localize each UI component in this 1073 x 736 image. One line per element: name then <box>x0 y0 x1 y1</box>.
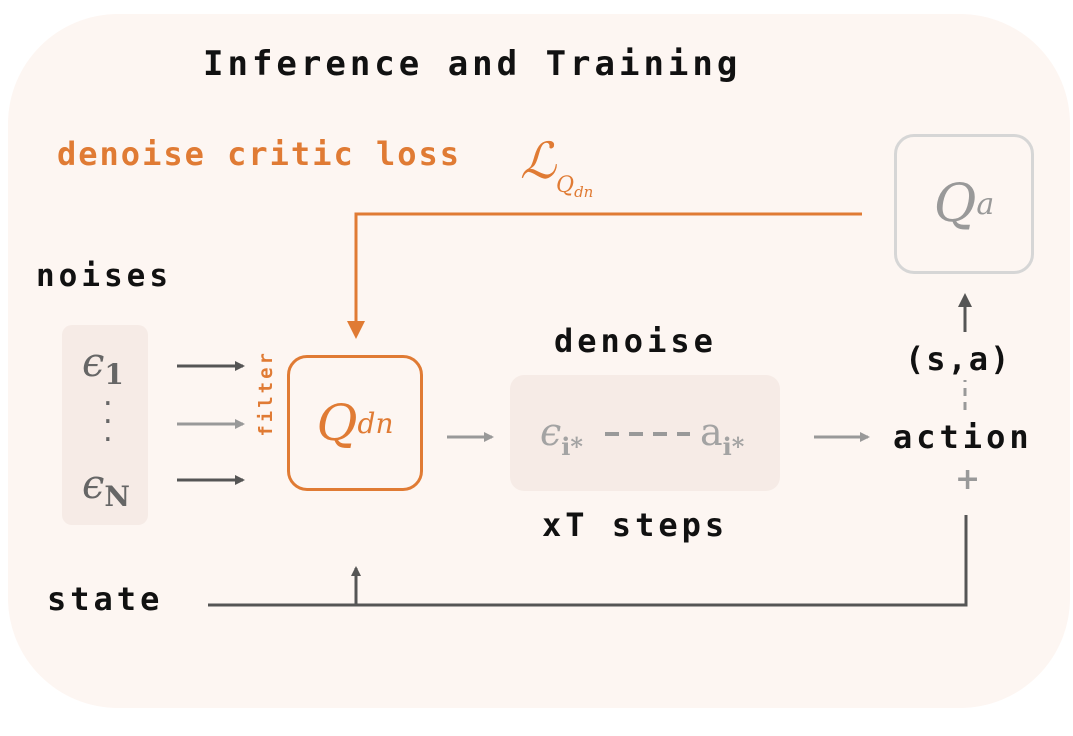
noise-samples-box <box>62 325 148 525</box>
noise-last-sub: N <box>104 480 130 513</box>
q-a-symbol: Q <box>933 174 977 234</box>
q-dn-symbol: Q <box>316 394 358 452</box>
action-label: action <box>893 418 1033 456</box>
noise-first-eps: ϵ <box>82 340 105 386</box>
loss-sub-q: Qdn <box>556 173 594 201</box>
selected-action-a: a <box>700 410 723 454</box>
q-a-sub: a <box>976 186 995 222</box>
selected-noise: ϵi* <box>540 410 583 461</box>
selected-action-sub: i* <box>722 432 745 461</box>
diagram-panel <box>8 14 1070 708</box>
state-label: state <box>47 580 164 618</box>
noise-first-sub: 1 <box>104 358 124 391</box>
selected-noise-eps: ϵ <box>540 410 562 454</box>
loss-label: denoise critic loss <box>57 135 462 173</box>
loss-sub-dn: dn <box>574 183 594 201</box>
state-action-label: (s,a) <box>905 340 1012 378</box>
q-dn-sub: dn <box>357 406 394 440</box>
plus-sign: + <box>955 462 981 497</box>
noise-ellipsis: ··· <box>100 389 116 455</box>
loss-script-l: ℒ <box>520 132 557 190</box>
noise-last-eps: ϵ <box>82 462 105 508</box>
steps-label: xT steps <box>542 506 729 544</box>
state-line <box>208 515 968 607</box>
selected-noise-sub: i* <box>561 432 583 461</box>
denoise-label: denoise <box>554 322 717 360</box>
diagram-title: Inference and Training <box>203 44 742 84</box>
noises-label: noises <box>36 258 172 294</box>
noise-last: ϵN <box>82 462 130 513</box>
selected-action: ai* <box>700 410 744 461</box>
noise-first: ϵ1 <box>82 340 124 391</box>
loss-feedback-arrow <box>347 212 862 339</box>
loss-symbol: ℒQdn <box>520 132 593 201</box>
loss-sub-q-text: Q <box>556 173 575 198</box>
